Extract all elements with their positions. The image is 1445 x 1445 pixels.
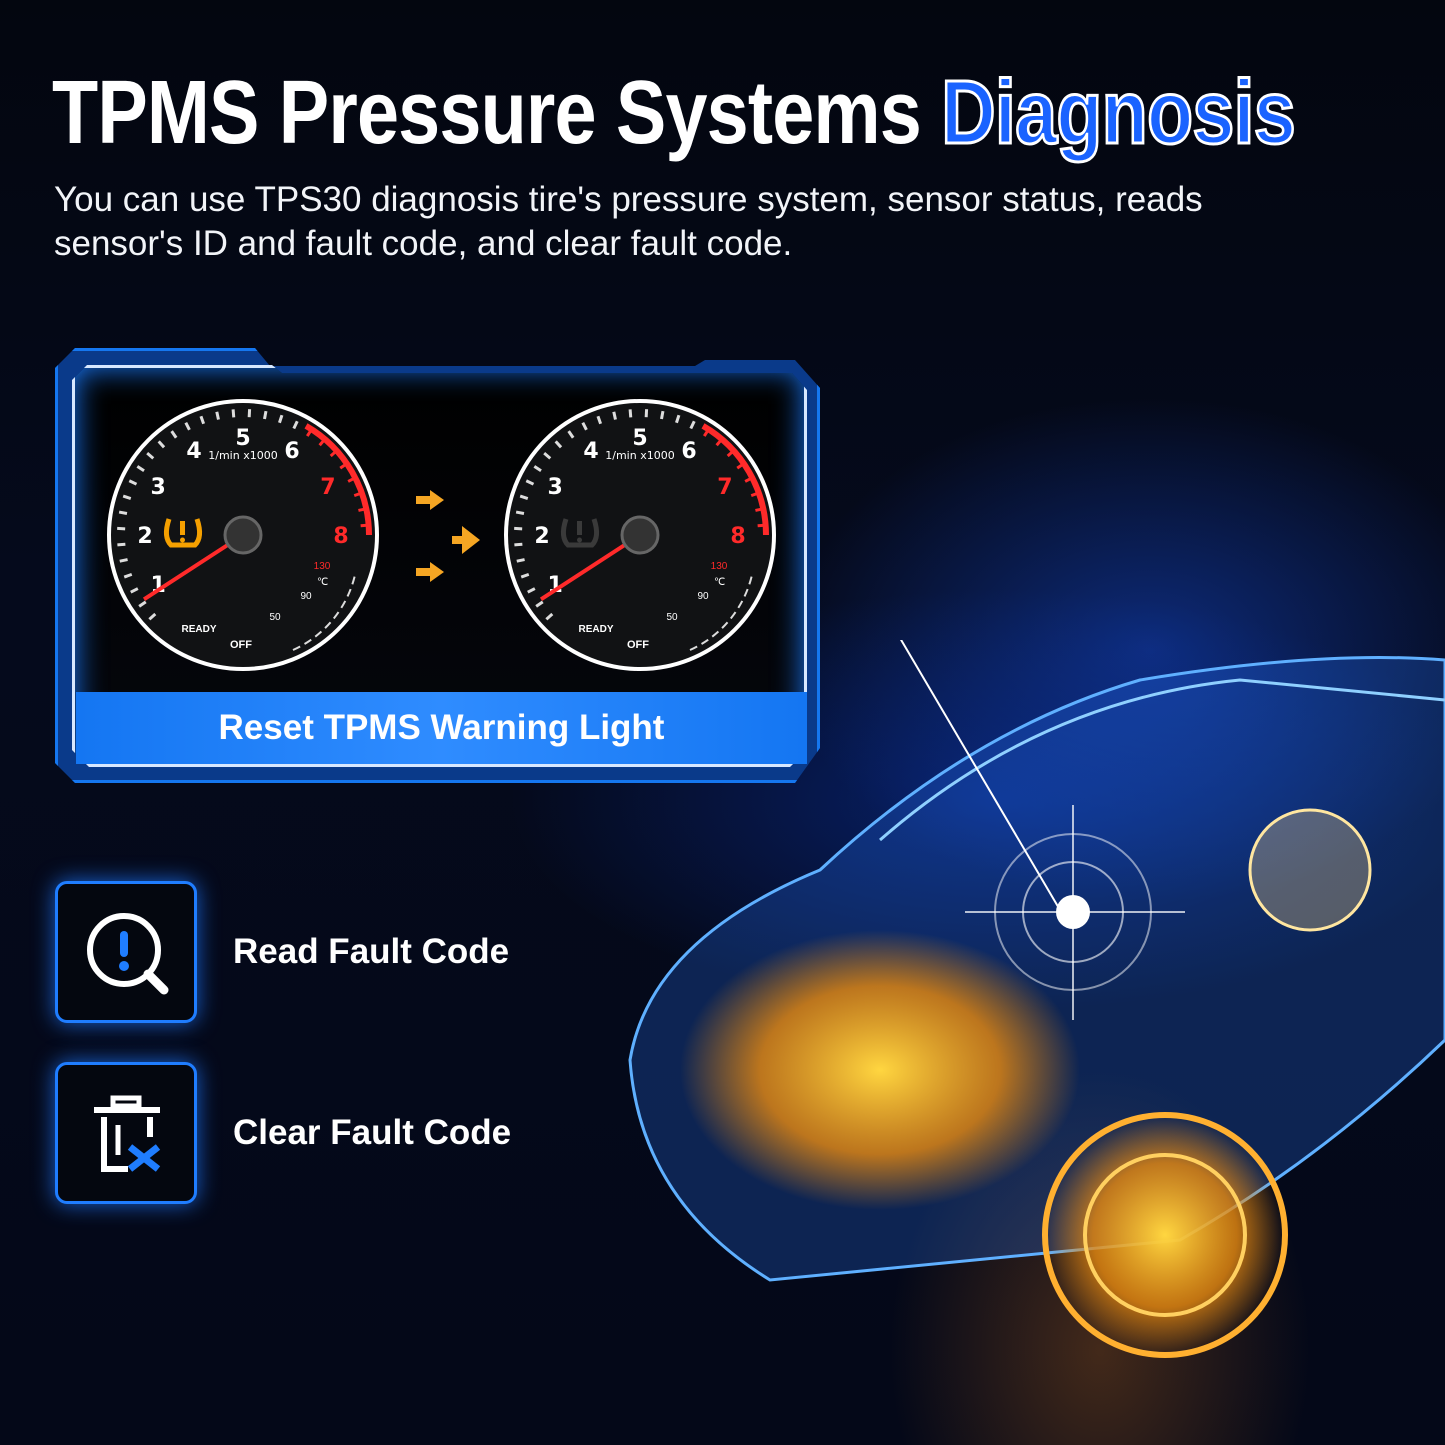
gauge-tick — [581, 422, 588, 431]
gauge-number: 6 — [681, 439, 696, 464]
gauge-tick — [596, 415, 603, 425]
gauge-tick — [130, 587, 139, 594]
gauge-tick — [215, 411, 220, 420]
read-fault-code-label: Read Fault Code — [233, 932, 510, 971]
temp-label: 50 — [269, 612, 281, 623]
gauge-tick — [123, 572, 133, 579]
gauge-tick — [117, 542, 126, 547]
gauge-tick — [628, 409, 633, 418]
gauge-tick — [122, 494, 132, 500]
gauge-tick — [170, 430, 178, 439]
gauge-number: 4 — [583, 439, 598, 464]
gauge-tick — [157, 440, 166, 449]
gauge-tick — [263, 410, 268, 420]
arrow-icon — [452, 526, 480, 554]
car-xray-image — [628, 640, 1445, 1358]
gauge-tick — [533, 465, 542, 472]
clear-fault-code-label: Clear Fault Code — [233, 1113, 512, 1152]
gauge-number: 7 — [320, 475, 335, 500]
gauge-number: 5 — [235, 426, 250, 451]
gauge-tick — [184, 422, 191, 431]
gauge-number: 8 — [333, 524, 348, 549]
title-accent: Diagnosis — [940, 62, 1297, 165]
gauge-tick — [545, 612, 554, 621]
temp-unit: ℃ — [714, 577, 725, 588]
gauge-number: 4 — [186, 439, 201, 464]
gauge-tick — [525, 479, 535, 486]
gauge-tick — [278, 414, 284, 424]
gauge-tick — [527, 587, 536, 594]
gauge-unit: 1/min x1000 — [208, 449, 277, 462]
gauge-tick — [675, 414, 681, 424]
gauge-tick — [543, 452, 552, 460]
subtitle: You can use TPS30 diagnosis tire's press… — [54, 180, 1203, 263]
temp-label: 90 — [697, 591, 709, 602]
tpms-warning-icon — [560, 518, 600, 548]
off-label: OFF — [230, 639, 252, 651]
redline-arc — [304, 423, 372, 536]
gauge-number: 3 — [547, 475, 562, 500]
gauge-number: 3 — [150, 475, 165, 500]
gauge-number: 8 — [730, 524, 745, 549]
temp-label: 130 — [314, 561, 331, 572]
gauge-tick — [520, 572, 530, 579]
clear-fault-code-button[interactable] — [55, 1062, 197, 1204]
gauge-number: 2 — [137, 524, 152, 549]
gauge-tick — [535, 600, 544, 608]
redline-arc — [701, 423, 769, 536]
tpms-warning-icon — [163, 518, 203, 548]
gauge-tick — [660, 410, 665, 420]
gauge-tick — [689, 420, 696, 430]
gauge-tick — [128, 479, 138, 486]
needle-hub — [223, 515, 263, 555]
page-title: TPMS Pressure Systems Diagnosis — [52, 62, 1297, 165]
gauge-needle — [142, 533, 245, 601]
gauge-tick — [138, 600, 147, 608]
gauge-tick — [554, 440, 563, 449]
read-fault-code-button[interactable] — [55, 881, 197, 1023]
gauge-tick — [199, 415, 206, 425]
gauge-tick — [514, 542, 523, 547]
gauge-tick — [118, 510, 128, 515]
search-alert-icon — [87, 913, 169, 995]
gauge-tick — [231, 409, 236, 418]
gauge-tick — [292, 420, 299, 430]
gauge-needle — [539, 533, 642, 601]
arrow-icon — [416, 490, 444, 510]
gauge-tick — [612, 411, 617, 420]
reset-tpms-banner: Reset TPMS Warning Light — [76, 692, 807, 764]
gauge-number: 2 — [534, 524, 549, 549]
gauge-tick — [567, 430, 575, 439]
gauge-tick — [519, 494, 529, 500]
target-icon — [965, 805, 1185, 1020]
gauge-tick — [136, 465, 145, 472]
temp-unit: ℃ — [317, 577, 328, 588]
title-main: TPMS Pressure Systems — [52, 63, 922, 163]
temp-label: 90 — [300, 591, 312, 602]
gauge-number: 5 — [632, 426, 647, 451]
gauge-tick — [146, 452, 155, 460]
gauge-unit: 1/min x1000 — [605, 449, 674, 462]
gauge-number: 6 — [284, 439, 299, 464]
gauge-tick — [516, 558, 525, 563]
gauge-tick — [119, 558, 128, 563]
ready-label: READY — [181, 624, 216, 635]
ready-label: READY — [578, 624, 613, 635]
arrow-icon — [416, 562, 444, 582]
gauge-tick — [148, 612, 157, 621]
needle-hub — [620, 515, 660, 555]
gauge-number: 7 — [717, 475, 732, 500]
temp-label: 130 — [711, 561, 728, 572]
gauge-tick — [515, 510, 525, 515]
off-label: OFF — [627, 639, 649, 651]
temp-label: 50 — [666, 612, 678, 623]
trash-clear-icon — [94, 1095, 161, 1172]
